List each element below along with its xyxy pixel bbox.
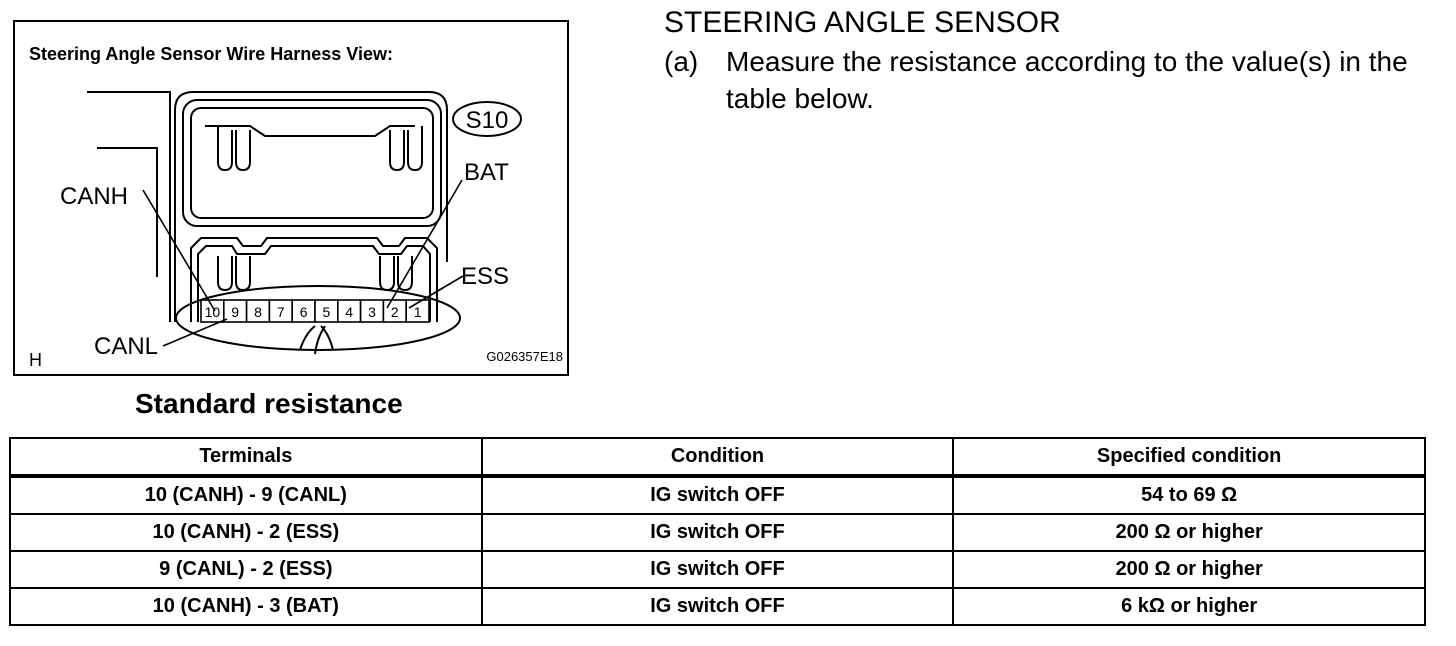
table-title: Standard resistance bbox=[135, 388, 403, 419]
cell-condition: IG switch OFF bbox=[480, 513, 955, 552]
pin-number: 7 bbox=[277, 304, 285, 320]
cell-specified: 54 to 69 Ω bbox=[952, 475, 1426, 515]
connector-code: S10 bbox=[466, 107, 509, 134]
pin-number: 8 bbox=[254, 304, 262, 320]
cell-specified: 6 kΩ or higher bbox=[952, 587, 1426, 626]
cell-terminals: 10 (CANH) - 9 (CANL) bbox=[9, 475, 483, 515]
pin-number: 4 bbox=[345, 304, 353, 320]
pin-number: 3 bbox=[368, 304, 376, 320]
cell-condition: IG switch OFF bbox=[480, 475, 955, 515]
table-row: 9 (CANL) - 2 (ESS) IG switch OFF 200 Ω o… bbox=[9, 550, 1426, 589]
pin-harness-outline bbox=[175, 285, 461, 355]
step-text: Measure the resistance according to the … bbox=[726, 46, 1408, 114]
cell-condition: IG switch OFF bbox=[480, 550, 955, 589]
pin-number: 9 bbox=[231, 304, 239, 320]
table-row: 10 (CANH) - 3 (BAT) IG switch OFF 6 kΩ o… bbox=[9, 587, 1426, 626]
connector-diagram: Steering Angle Sensor Wire Harness View: bbox=[29, 44, 563, 370]
pin-number: 1 bbox=[414, 304, 422, 320]
step-label: (a) bbox=[664, 46, 699, 77]
leader-lines bbox=[142, 179, 464, 347]
bat-label: BAT bbox=[464, 159, 509, 186]
connector-code-badge bbox=[452, 101, 522, 137]
header-condition: Condition bbox=[480, 437, 955, 478]
cell-condition: IG switch OFF bbox=[480, 587, 955, 626]
harness-figure: Steering Angle Sensor Wire Harness View: bbox=[13, 20, 569, 376]
cell-specified: 200 Ω or higher bbox=[952, 550, 1426, 589]
pin-number: 5 bbox=[323, 304, 331, 320]
cell-terminals: 9 (CANL) - 2 (ESS) bbox=[9, 550, 483, 589]
canh-label: CANH bbox=[60, 183, 128, 210]
canl-label: CANL bbox=[94, 333, 158, 360]
corner-letter: H bbox=[29, 350, 42, 370]
ess-label: ESS bbox=[461, 263, 509, 290]
header-specified-condition: Specified condition bbox=[952, 437, 1426, 478]
table-row: 10 (CANH) - 9 (CANL) IG switch OFF 54 to… bbox=[9, 475, 1426, 515]
header-terminals: Terminals bbox=[9, 437, 483, 478]
cell-terminals: 10 (CANH) - 3 (BAT) bbox=[9, 587, 483, 626]
cell-terminals: 10 (CANH) - 2 (ESS) bbox=[9, 513, 483, 552]
cell-specified: 200 Ω or higher bbox=[952, 513, 1426, 552]
table-header-row: Terminals Condition Specified condition bbox=[9, 437, 1426, 478]
figure-title: Steering Angle Sensor Wire Harness View: bbox=[29, 44, 393, 64]
page-heading: STEERING ANGLE SENSOR bbox=[664, 6, 1061, 39]
upper-connector bbox=[182, 99, 442, 227]
figure-code: G026357E18 bbox=[486, 349, 563, 364]
pin-number: 2 bbox=[391, 304, 399, 320]
pin-number: 10 bbox=[205, 304, 221, 320]
table-row: 10 (CANH) - 2 (ESS) IG switch OFF 200 Ω … bbox=[9, 513, 1426, 552]
resistance-table: Terminals Condition Specified condition … bbox=[9, 437, 1426, 626]
pin-number: 6 bbox=[300, 304, 308, 320]
